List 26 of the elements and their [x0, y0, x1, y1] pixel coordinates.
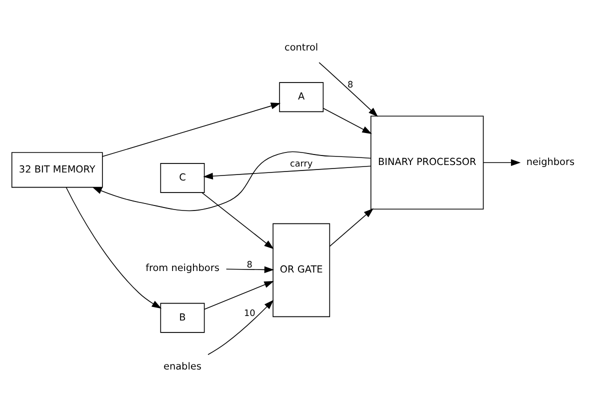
- arrow: [204, 280, 274, 310]
- arrow: [329, 208, 374, 247]
- edge-label: carry: [290, 160, 313, 170]
- edge-label: 8: [347, 80, 354, 90]
- node-box: BINARY PROCESSOR: [370, 116, 484, 210]
- arrow: [102, 102, 281, 157]
- edge-label: 8: [246, 260, 252, 271]
- arrow: [201, 192, 274, 250]
- node-box: A: [279, 82, 324, 112]
- node-box: 32 BIT MEMORY: [11, 152, 103, 188]
- node-text: enables: [164, 362, 202, 373]
- arrow: [203, 166, 372, 180]
- arrow: [318, 62, 378, 117]
- arrow: [208, 300, 274, 356]
- arrow: [483, 159, 521, 166]
- node-text: control: [284, 42, 318, 54]
- edge-label: 10: [244, 309, 256, 320]
- node-box: OR GATE: [272, 223, 330, 318]
- arrow: [322, 108, 372, 134]
- node-box: B: [160, 302, 205, 333]
- node-box: C: [160, 163, 205, 193]
- arrow: [92, 151, 372, 212]
- node-text: from neighbors: [146, 263, 220, 274]
- arrow: [66, 186, 162, 309]
- node-text: neighbors: [526, 157, 575, 168]
- arrow: [226, 266, 274, 274]
